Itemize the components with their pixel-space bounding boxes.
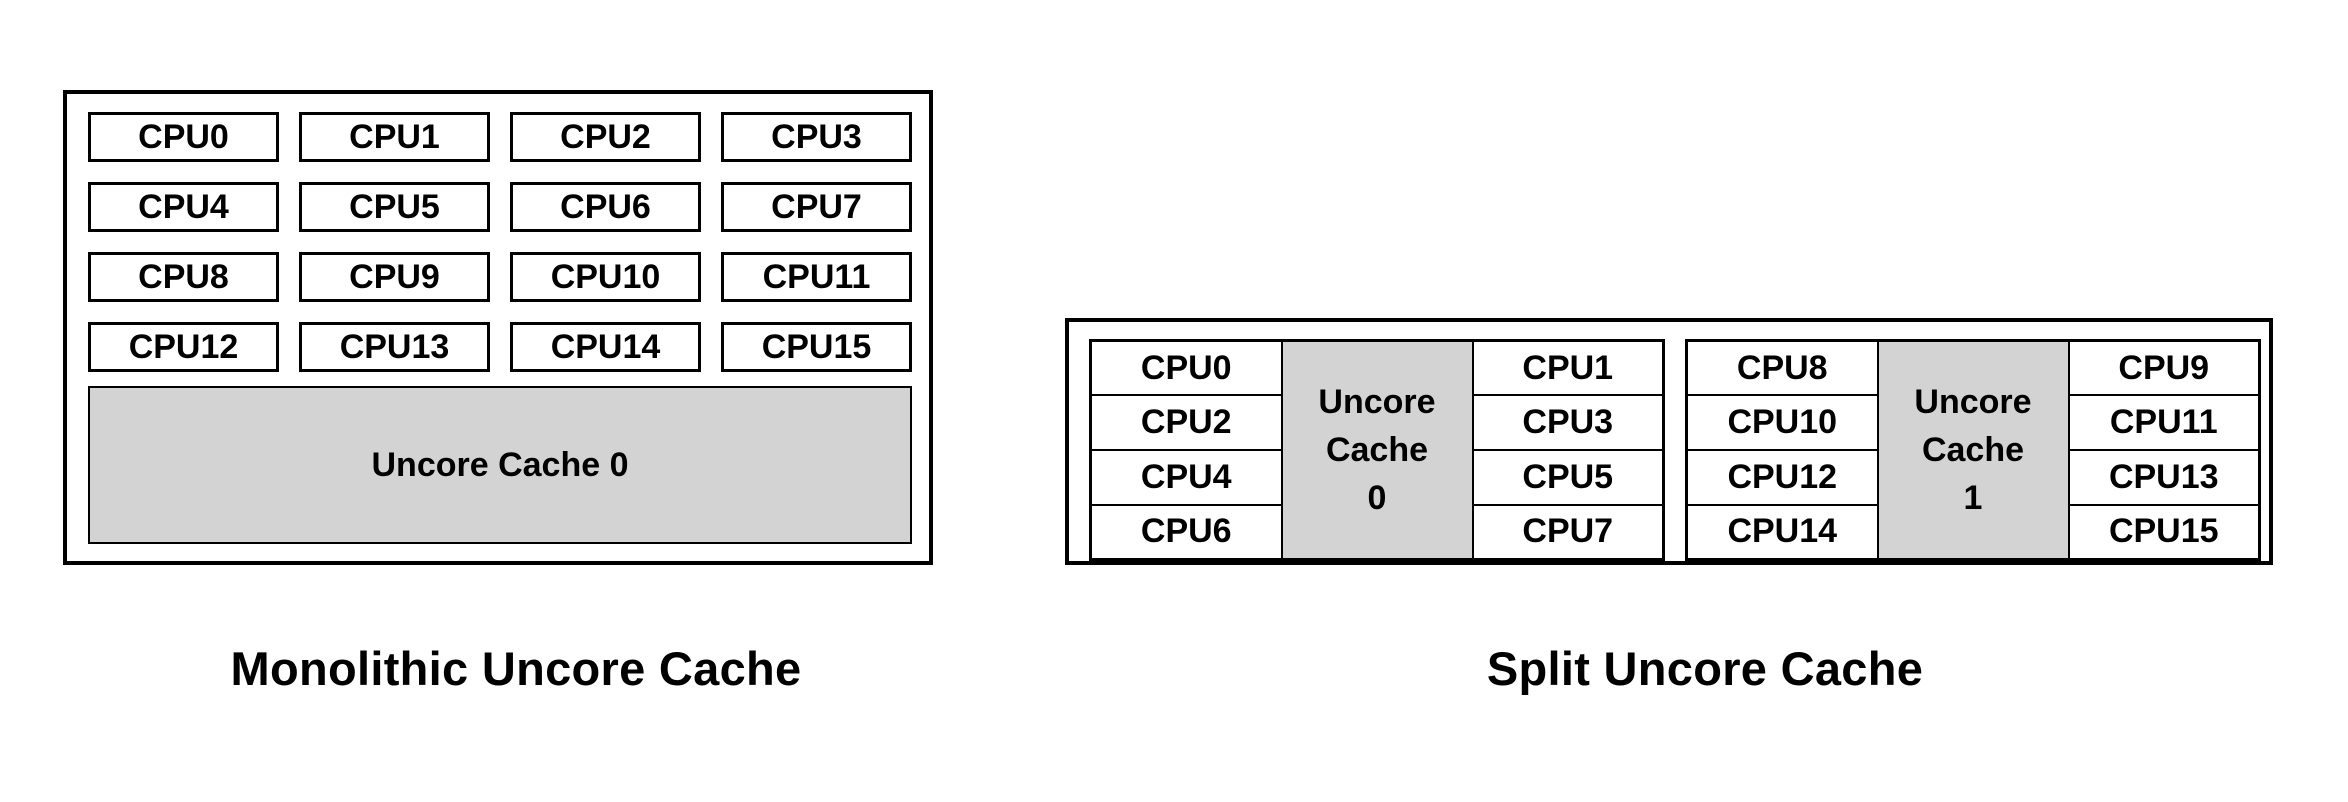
split-group-0: CPU0 Uncore Cache 0 CPU1 CPU2 CPU3 CPU4 … [1089, 339, 1665, 561]
cpu-box: CPU13 [299, 322, 490, 372]
cpu-cell: CPU1 [1471, 339, 1665, 397]
cpu-cell: CPU2 [1089, 394, 1283, 451]
cpu-cell: CPU13 [2067, 449, 2261, 506]
split-caption: Split Uncore Cache [1486, 642, 1924, 695]
split-uncore-diagram: CPU0 Uncore Cache 0 CPU1 CPU2 CPU3 CPU4 … [1065, 318, 2273, 565]
split-group-1: CPU8 Uncore Cache 1 CPU9 CPU10 CPU11 CPU… [1685, 339, 2261, 561]
cpu-cell: CPU7 [1471, 503, 1665, 561]
cpu-box: CPU2 [510, 112, 701, 162]
cpu-cell: CPU8 [1685, 339, 1879, 397]
cpu-cell: CPU15 [2067, 503, 2261, 561]
cpu-box: CPU3 [721, 112, 912, 162]
cpu-cell: CPU11 [2067, 394, 2261, 451]
cpu-box: CPU15 [721, 322, 912, 372]
cpu-cell: CPU5 [1471, 449, 1665, 506]
cpu-grid: CPU0 CPU1 CPU2 CPU3 CPU4 CPU5 CPU6 CPU7 … [88, 112, 912, 372]
cpu-box: CPU0 [88, 112, 279, 162]
cpu-cell: CPU4 [1089, 449, 1283, 506]
cpu-box: CPU9 [299, 252, 490, 302]
uncore-cache-0-box: Uncore Cache 0 [88, 386, 912, 544]
cpu-box: CPU5 [299, 182, 490, 232]
cpu-box: CPU10 [510, 252, 701, 302]
cpu-cell: CPU3 [1471, 394, 1665, 451]
cpu-box: CPU6 [510, 182, 701, 232]
cache-label: Uncore Cache 0 [1318, 382, 1436, 518]
uncore-cache-0-box: Uncore Cache 0 [1280, 339, 1474, 561]
cpu-box: CPU1 [299, 112, 490, 162]
cpu-cell: CPU14 [1685, 503, 1879, 561]
cpu-cell: CPU6 [1089, 503, 1283, 561]
cache-label: Uncore Cache 1 [1914, 382, 2032, 518]
monolithic-caption: Monolithic Uncore Cache [230, 642, 802, 695]
uncore-cache-1-box: Uncore Cache 1 [1876, 339, 2070, 561]
cpu-cell: CPU0 [1089, 339, 1283, 397]
cpu-cell: CPU10 [1685, 394, 1879, 451]
monolithic-uncore-diagram: CPU0 CPU1 CPU2 CPU3 CPU4 CPU5 CPU6 CPU7 … [63, 90, 933, 565]
cpu-box: CPU11 [721, 252, 912, 302]
cpu-box: CPU7 [721, 182, 912, 232]
cpu-cell: CPU9 [2067, 339, 2261, 397]
cpu-cell: CPU12 [1685, 449, 1879, 506]
cpu-box: CPU12 [88, 322, 279, 372]
cpu-box: CPU14 [510, 322, 701, 372]
cpu-box: CPU8 [88, 252, 279, 302]
cpu-box: CPU4 [88, 182, 279, 232]
